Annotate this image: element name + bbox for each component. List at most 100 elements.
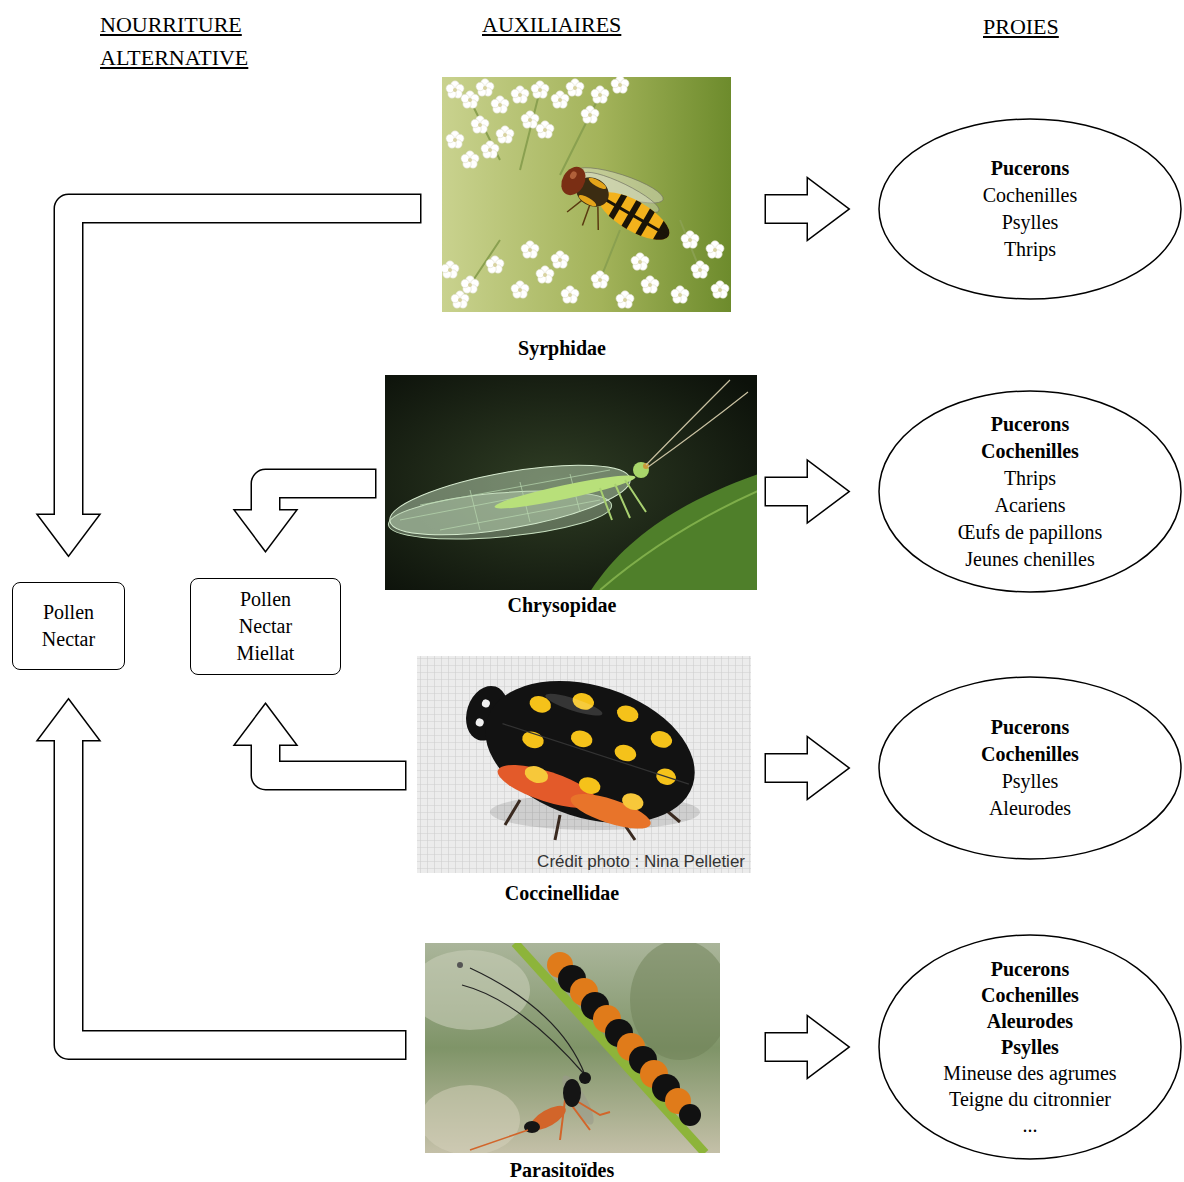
hoverfly-photo-part-part bbox=[587, 176, 607, 191]
ellipse-outline bbox=[879, 391, 1181, 592]
hoverfly-photo-part bbox=[461, 151, 479, 168]
parasitoid-photo-part bbox=[457, 962, 463, 968]
arrow-body bbox=[766, 196, 810, 223]
hoverfly-photo-part bbox=[486, 256, 504, 273]
food-name: Nectar bbox=[42, 626, 95, 653]
hoverfly-photo-part bbox=[581, 106, 599, 123]
lacewing-photo-part bbox=[600, 480, 646, 520]
ellipse-outline bbox=[878, 676, 1182, 860]
ladybird-photo-part bbox=[417, 656, 751, 873]
hoverfly-photo-part bbox=[470, 90, 700, 285]
column-heading: NOURRITURE ALTERNATIVE bbox=[100, 8, 300, 74]
block-arrow bbox=[39, 700, 407, 1045]
block-arrow bbox=[765, 1017, 849, 1077]
arrowhead-body bbox=[236, 511, 296, 551]
hoverfly-photo-part-part bbox=[569, 170, 578, 180]
hoverfly-photo-part-part bbox=[556, 163, 590, 200]
prey-ellipse: PuceronsCochenillesAleurodesPsyllesMineu… bbox=[878, 934, 1182, 1160]
block-arrow bbox=[39, 209, 422, 556]
hoverfly-photo-part bbox=[547, 141, 690, 266]
ladybird-photo-part-part bbox=[467, 656, 713, 848]
arrowhead-body bbox=[808, 738, 848, 798]
food-box: PollenNectar bbox=[12, 582, 125, 670]
prey-name: Thrips bbox=[1004, 236, 1056, 263]
ladybird-photo-part bbox=[446, 656, 713, 848]
hoverfly-photo-part bbox=[461, 276, 479, 293]
auxiliary-photo: Syrphidae bbox=[442, 77, 731, 312]
ladybird-photo-part-part bbox=[503, 724, 689, 785]
hoverfly-photo-part bbox=[511, 281, 529, 298]
text-stack: PuceronsCochenillesPsyllesThrips bbox=[878, 118, 1182, 300]
arrow-body bbox=[266, 484, 376, 513]
ladybird-photo-part-part bbox=[615, 703, 641, 725]
hoverfly-photo-part bbox=[531, 81, 549, 98]
prey-name: Cochenilles bbox=[981, 741, 1079, 768]
hoverfly-photo-part bbox=[631, 253, 649, 270]
hoverfly-photo-part bbox=[511, 86, 529, 103]
ellipse-outline bbox=[879, 935, 1181, 1159]
prey-name: Psylles bbox=[1002, 768, 1059, 795]
ladybird-photo-part-part bbox=[620, 791, 646, 813]
column-heading: PROIES bbox=[983, 10, 1059, 43]
arrowhead-body bbox=[808, 1017, 848, 1077]
food-name: Nectar bbox=[239, 613, 292, 640]
hoverfly-photo-part bbox=[521, 111, 539, 128]
parasitoid-photo-part bbox=[425, 1085, 520, 1153]
taxon-name: Parasitoïdes bbox=[510, 1158, 614, 1182]
ladybird-photo-part-part bbox=[648, 728, 674, 750]
ladybird-photo bbox=[417, 656, 751, 873]
ladybird-photo-part-part bbox=[543, 690, 604, 720]
hoverfly-photo-part bbox=[476, 79, 494, 96]
hoverfly-photo-part bbox=[591, 271, 609, 288]
arrowhead-body bbox=[39, 700, 99, 740]
block-arrow bbox=[765, 179, 849, 239]
hoverfly-photo-part bbox=[481, 141, 499, 158]
prey-name: Pucerons bbox=[991, 411, 1070, 438]
prey-name: Mineuse des agrumes bbox=[943, 1060, 1116, 1086]
prey-ellipse: PuceronsCochenillesThripsAcariensŒufs de… bbox=[878, 390, 1182, 593]
arrow-body bbox=[766, 1034, 810, 1061]
hoverfly-photo-part bbox=[561, 286, 579, 303]
parasitoid-photo-part bbox=[515, 943, 705, 1153]
text-stack: PollenNectarMiellat bbox=[191, 579, 340, 674]
arrowhead-outline bbox=[808, 179, 848, 239]
hoverfly-photo-part bbox=[681, 231, 699, 248]
arrowhead-outline bbox=[808, 462, 848, 522]
hoverfly-photo-part bbox=[451, 291, 469, 308]
arrowhead-outline bbox=[808, 1017, 848, 1077]
prey-name: Jeunes chenilles bbox=[965, 546, 1094, 573]
food-name: Pollen bbox=[43, 599, 94, 626]
prey-name: ... bbox=[1023, 1112, 1038, 1138]
ladybird-photo-part-part bbox=[475, 717, 485, 727]
block-arrow bbox=[236, 484, 377, 551]
prey-name: Cochenilles bbox=[981, 982, 1079, 1008]
arrowhead-outline bbox=[236, 705, 296, 745]
text-stack: PuceronsCochenillesAleurodesPsyllesMineu… bbox=[878, 934, 1182, 1160]
arrow-body bbox=[766, 755, 810, 782]
arrowhead-outline bbox=[808, 738, 848, 798]
arrow-outline bbox=[69, 740, 407, 1045]
hoverfly-photo-part bbox=[446, 81, 464, 98]
hoverfly-photo-part bbox=[591, 86, 609, 103]
prey-name: Cochenilles bbox=[981, 438, 1079, 465]
hoverfly-photo-part bbox=[442, 261, 459, 278]
hoverfly-photo-part bbox=[706, 241, 724, 258]
arrowhead-body bbox=[808, 462, 848, 522]
arrow-body bbox=[766, 478, 810, 505]
arrowhead-body bbox=[808, 179, 848, 239]
hoverfly-photo-part bbox=[491, 96, 509, 113]
arrowhead-outline bbox=[39, 700, 99, 740]
food-name: Pollen bbox=[240, 586, 291, 613]
block-arrow bbox=[236, 705, 407, 776]
hoverfly-photo-part bbox=[471, 116, 489, 133]
prey-name: Acariens bbox=[994, 492, 1065, 519]
hoverfly-photo-part bbox=[442, 77, 731, 312]
parasitoid-photo-part bbox=[462, 968, 585, 1075]
prey-name: Aleurodes bbox=[987, 1008, 1073, 1034]
lacewing-photo-part bbox=[643, 463, 649, 469]
hoverfly-photo-part bbox=[691, 261, 709, 278]
parasitoid-photo-part bbox=[470, 1130, 528, 1150]
prey-name: Teigne du citronnier bbox=[949, 1086, 1111, 1112]
